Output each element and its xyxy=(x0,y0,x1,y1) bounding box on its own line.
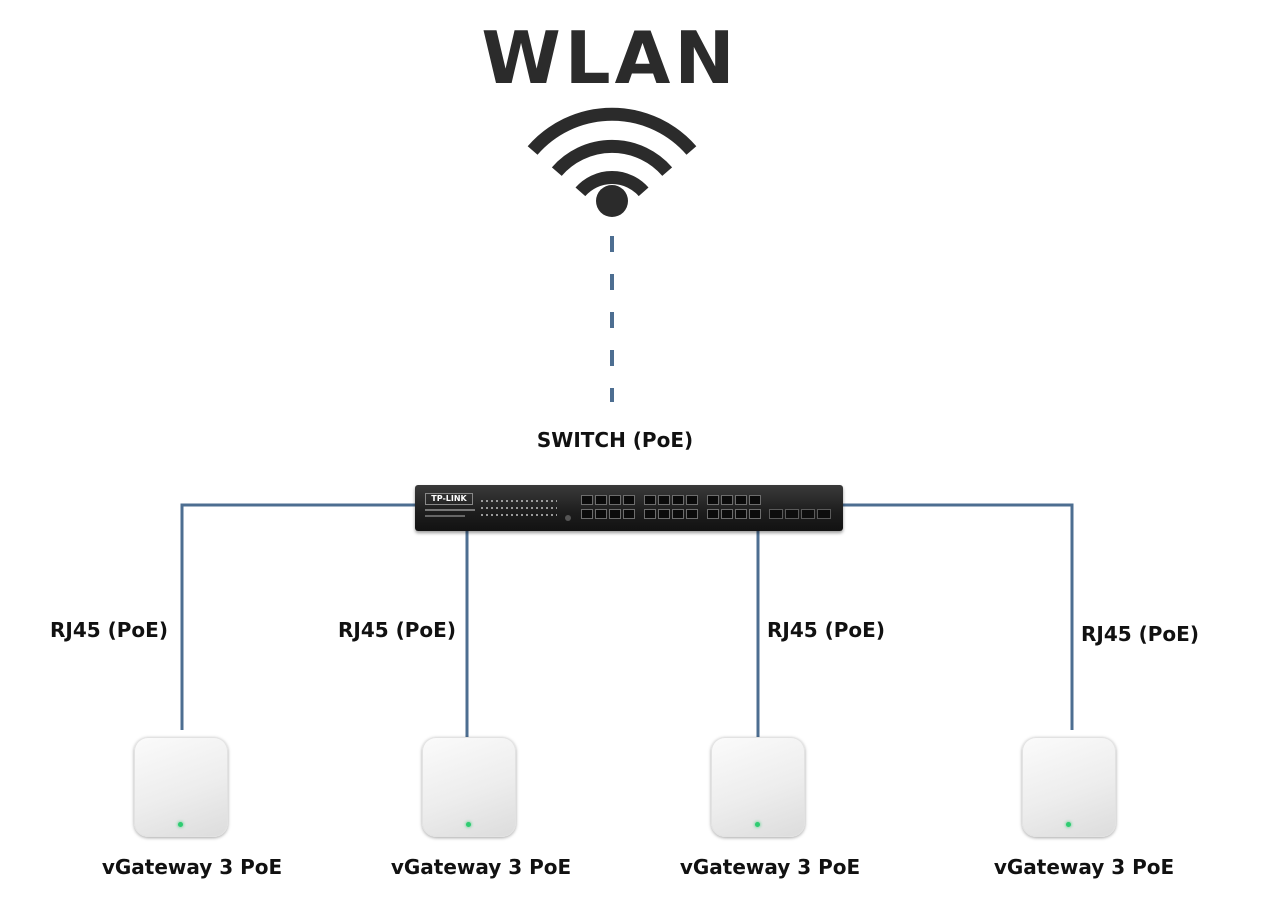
ethernet-port xyxy=(595,495,607,505)
ethernet-port xyxy=(595,509,607,519)
wlan-title: WLAN xyxy=(481,16,739,100)
link-label: RJ45 (PoE) xyxy=(767,618,885,642)
switch-model-text xyxy=(425,509,475,511)
switch-model-subtext xyxy=(425,515,465,517)
ethernet-port xyxy=(672,495,684,505)
gateway-device xyxy=(422,737,516,837)
gateway-device xyxy=(1022,737,1116,837)
cable-1 xyxy=(180,503,415,730)
ethernet-port xyxy=(644,495,656,505)
ethernet-port xyxy=(644,509,656,519)
ethernet-port xyxy=(658,509,670,519)
wifi-dot xyxy=(596,185,628,217)
ethernet-port xyxy=(707,495,719,505)
status-led-icon xyxy=(755,822,760,827)
gateway-label: vGateway 3 PoE xyxy=(101,855,283,879)
link-label: RJ45 (PoE) xyxy=(1081,622,1199,646)
gateway-device xyxy=(134,737,228,837)
ethernet-port xyxy=(735,495,747,505)
switch-led-row xyxy=(481,514,557,516)
gateway-label: vGateway 3 PoE xyxy=(679,855,861,879)
switch-reset-button xyxy=(565,515,571,521)
switch-label: SWITCH (PoE) xyxy=(536,428,694,452)
status-led-icon xyxy=(466,822,471,827)
ethernet-port xyxy=(623,509,635,519)
ethernet-port xyxy=(686,509,698,519)
switch-brand-logo: TP-LINK xyxy=(425,493,473,505)
switch-led-row xyxy=(481,507,557,509)
link-label: RJ45 (PoE) xyxy=(50,618,168,642)
sfp-port xyxy=(801,509,815,519)
gateway-label: vGateway 3 PoE xyxy=(993,855,1175,879)
ethernet-port xyxy=(749,495,761,505)
ethernet-port xyxy=(735,509,747,519)
ethernet-port xyxy=(749,509,761,519)
ethernet-port xyxy=(721,509,733,519)
link-label: RJ45 (PoE) xyxy=(338,618,456,642)
sfp-port xyxy=(785,509,799,519)
ethernet-port xyxy=(581,495,593,505)
ethernet-port xyxy=(707,509,719,519)
switch-led-row xyxy=(481,500,557,502)
ethernet-port xyxy=(623,495,635,505)
ethernet-port xyxy=(721,495,733,505)
status-led-icon xyxy=(178,822,183,827)
ethernet-port xyxy=(686,495,698,505)
ethernet-port xyxy=(581,509,593,519)
gateway-device xyxy=(711,737,805,837)
status-led-icon xyxy=(1066,822,1071,827)
sfp-port xyxy=(817,509,831,519)
sfp-port xyxy=(769,509,783,519)
ethernet-port xyxy=(672,509,684,519)
ethernet-port xyxy=(609,509,621,519)
ethernet-port xyxy=(609,495,621,505)
ethernet-port xyxy=(658,495,670,505)
wifi-icon xyxy=(527,107,697,197)
cable-4 xyxy=(843,503,1074,730)
gateway-label: vGateway 3 PoE xyxy=(390,855,572,879)
poe-switch: TP-LINK xyxy=(415,485,843,531)
